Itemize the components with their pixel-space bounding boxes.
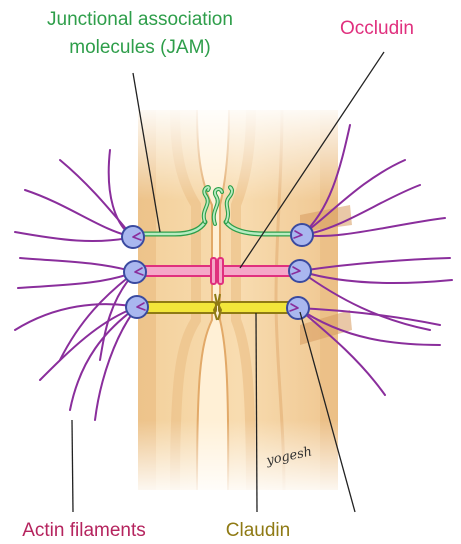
- cell-membranes: [130, 100, 352, 500]
- claudin-bar-left: [142, 302, 216, 313]
- actin-filament: [25, 190, 133, 237]
- claudin-label: Claudin: [226, 520, 290, 541]
- occludin-bar-left: [140, 266, 214, 276]
- jam-label-line2: molecules (JAM): [69, 37, 210, 58]
- occludin-bar-right: [220, 266, 296, 276]
- occludin-knob-right: [218, 258, 223, 284]
- actin-filament: [15, 232, 133, 241]
- claudin-bar-right: [219, 302, 295, 313]
- jam-label-line1: Junctional association: [47, 9, 233, 30]
- occludin-label: Occludin: [340, 18, 414, 39]
- actin-filaments-label: Actin filaments: [22, 520, 146, 541]
- leader-actin: [72, 420, 73, 512]
- actin-filament: [15, 304, 137, 330]
- actin-filament: [109, 150, 133, 237]
- actin-filament: [20, 258, 135, 272]
- occludin-knob-left: [211, 258, 216, 284]
